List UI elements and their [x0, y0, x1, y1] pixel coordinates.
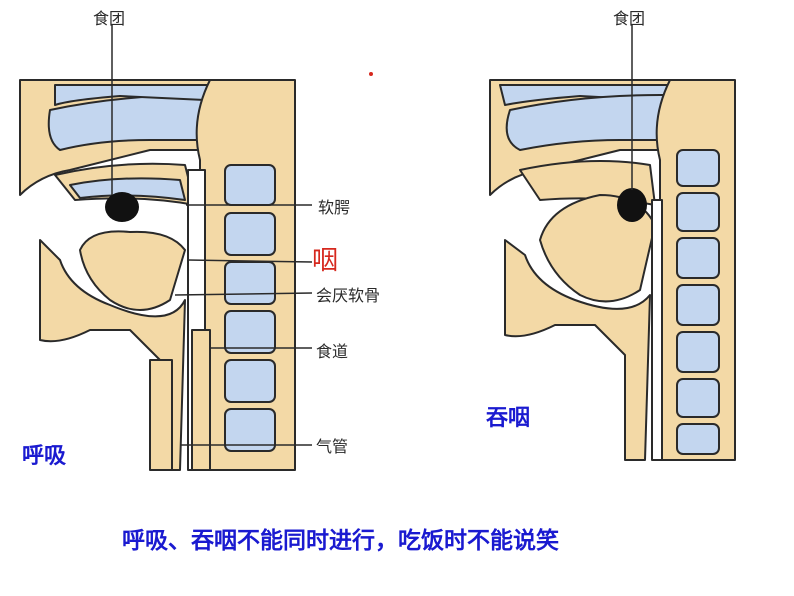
pointer-pharynx	[187, 259, 313, 263]
caption-swallowing: 吞咽	[486, 406, 531, 431]
left-trachea-tube	[149, 359, 173, 471]
right-vertebra	[676, 149, 720, 187]
label-soft-palate: 软腭	[318, 198, 351, 217]
right-food-bolus	[617, 188, 647, 222]
label-esophagus: 食道	[316, 342, 349, 361]
left-vertebra	[224, 359, 276, 403]
left-vertebra	[224, 212, 276, 256]
label-epiglottis: 会厌软骨	[316, 286, 381, 305]
left-oral-cavity	[69, 177, 186, 201]
right-vertebra	[676, 331, 720, 373]
right-vertebra	[676, 284, 720, 326]
left-nasal-cavity	[47, 94, 211, 151]
label-bolus-right: 食团	[613, 9, 646, 28]
label-pharynx: 咽	[312, 246, 339, 276]
right-jaw	[504, 239, 651, 461]
left-food-bolus	[105, 192, 139, 222]
red-dot	[369, 72, 373, 76]
left-vertebra	[224, 261, 276, 305]
left-vertebra	[224, 164, 276, 206]
right-nasal-cavity	[505, 94, 671, 151]
footer-caption: 呼吸、吞咽不能同时进行，吃饭时不能说笑	[122, 528, 559, 554]
pointer-epiglottis	[174, 292, 313, 296]
right-pharynx-channel	[651, 199, 663, 461]
left-vertebra	[224, 408, 276, 452]
label-trachea: 气管	[316, 437, 349, 456]
caption-breathing: 呼吸	[22, 444, 67, 469]
left-vertebra	[224, 310, 276, 354]
right-vertebra	[676, 237, 720, 279]
left-jaw	[39, 239, 186, 471]
left-esophagus-tube	[191, 329, 211, 471]
right-vertebra	[676, 378, 720, 418]
right-vertebra	[676, 192, 720, 232]
left-tongue	[79, 230, 186, 311]
label-bolus-left: 食团	[93, 9, 126, 28]
right-vertebra	[676, 423, 720, 455]
